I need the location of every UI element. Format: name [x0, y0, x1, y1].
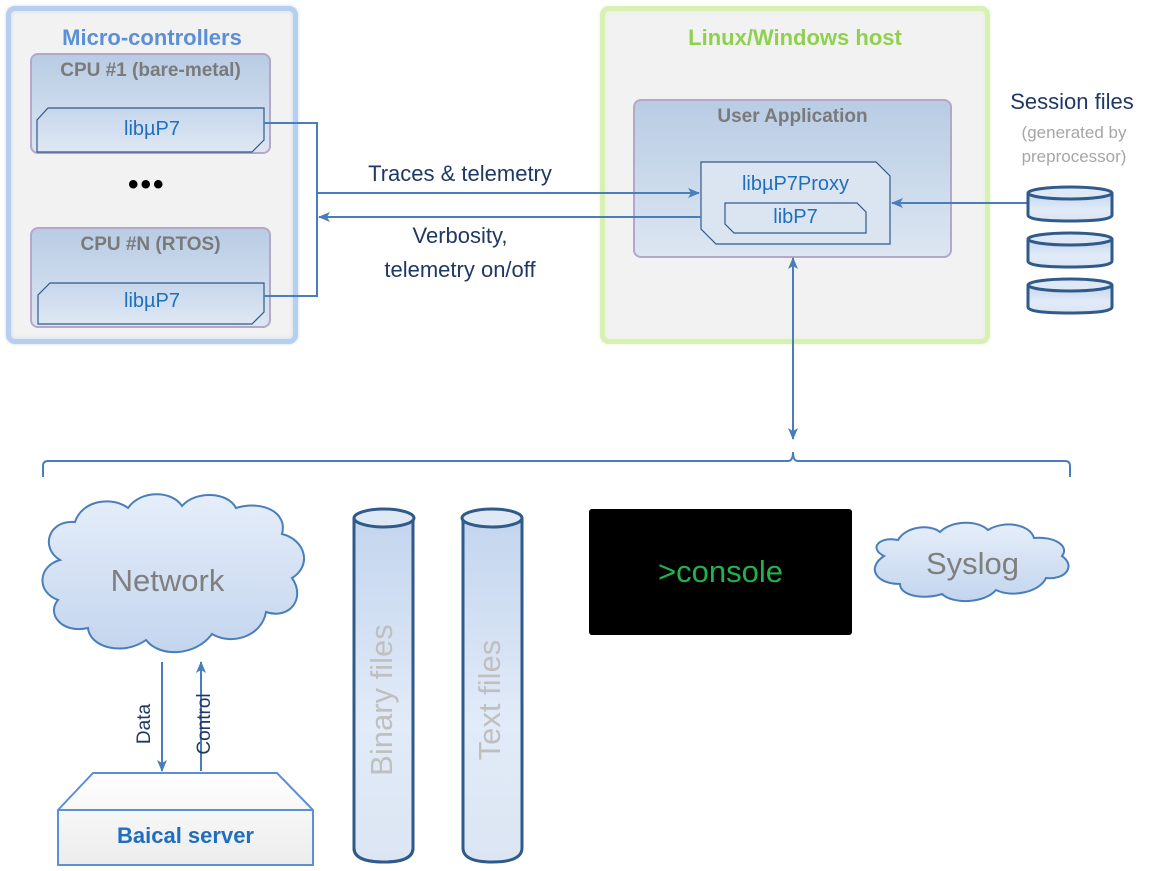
binary-files-cylinder-icon — [352, 507, 416, 864]
syslog-cloud-icon — [873, 521, 1070, 603]
data-label: Data — [134, 703, 155, 745]
cpu-n-library-box — [37, 282, 265, 325]
cpu-n-library-label: libµP7 — [124, 290, 180, 312]
user-application-title: User Application — [717, 106, 868, 127]
host-title: Linux/Windows host — [688, 25, 902, 50]
network-label: Network — [110, 563, 225, 598]
control-label: Control — [194, 693, 215, 755]
session-file-cylinder-icon — [1026, 277, 1114, 315]
more-cpus-ellipsis: ••• — [128, 168, 166, 201]
telemetry-toggle-label: telemetry on/off — [384, 257, 536, 282]
console-label: >console — [658, 554, 783, 589]
outputs-brace — [42, 451, 1071, 477]
session-files-subtitle-line2: preprocessor) — [1021, 147, 1127, 166]
proxy-library-label: libµP7Proxy — [741, 173, 850, 195]
baical-server-icon — [57, 772, 314, 866]
baical-server-label: Baical server — [117, 823, 254, 848]
text-files-cylinder-icon — [460, 507, 524, 864]
session-file-cylinder-icon — [1026, 185, 1114, 223]
session-files-subtitle: (generated by preprocessor) — [1000, 121, 1148, 169]
core-library-label: libP7 — [773, 206, 818, 228]
cpu-1-title: CPU #1 (bare-metal) — [60, 60, 241, 81]
microcontrollers-title: Micro-controllers — [62, 25, 242, 50]
cpu-1-library-label: libµP7 — [124, 118, 180, 140]
core-library-box — [724, 202, 867, 234]
mcu-bus-lines — [264, 122, 701, 297]
session-files-subtitle-line1: (generated by — [1021, 123, 1127, 142]
binary-files-label: Binary files — [364, 624, 399, 776]
cpu-1-library-box — [36, 107, 265, 153]
verbosity-label: Verbosity, — [412, 223, 508, 248]
session-file-cylinder-icon — [1026, 231, 1114, 269]
traces-telemetry-label: Traces & telemetry — [368, 161, 552, 186]
cpu-n-title: CPU #N (RTOS) — [80, 234, 221, 255]
session-file-cylinders — [1026, 185, 1114, 315]
syslog-label: Syslog — [925, 546, 1020, 581]
console-output: >console — [589, 509, 852, 635]
text-files-label: Text files — [472, 639, 507, 761]
network-cloud-icon — [41, 493, 305, 653]
session-files-title: Session files — [1010, 89, 1134, 114]
